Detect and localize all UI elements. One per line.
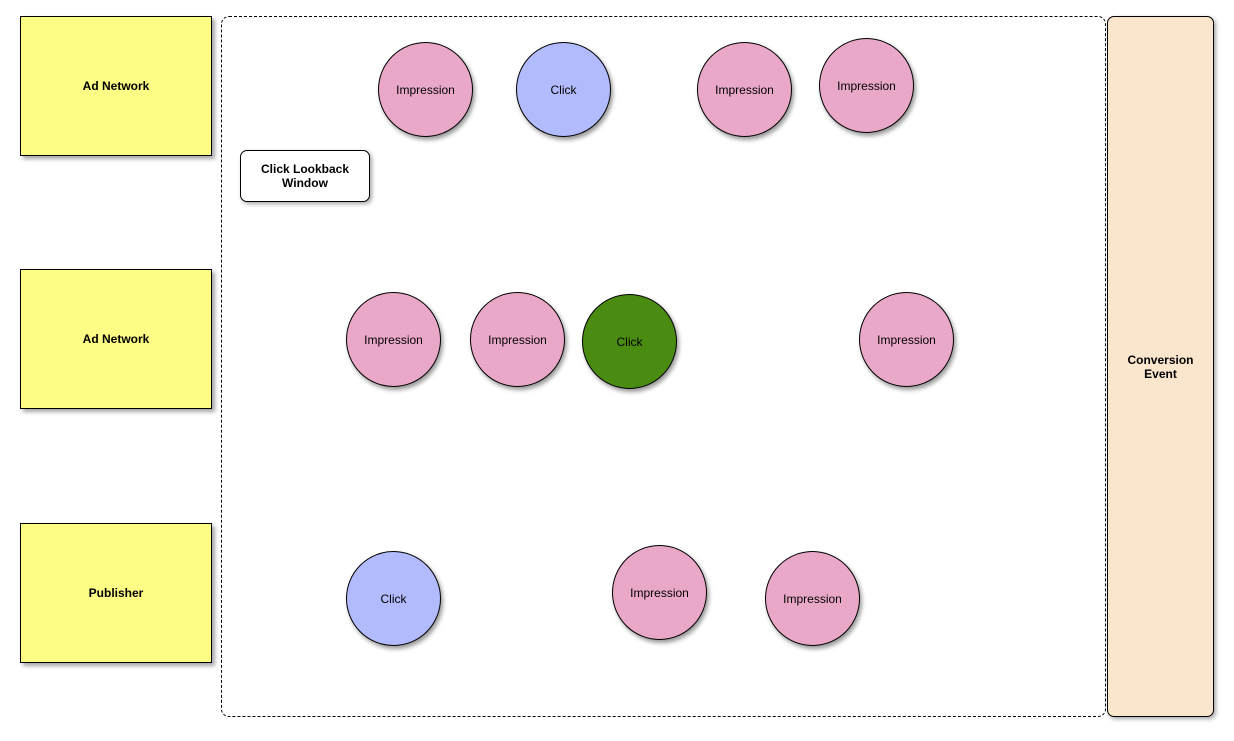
event-impression: Impression	[697, 42, 792, 137]
source-publisher: Publisher	[20, 523, 212, 663]
click-lookback-window-label: Click Lookback Window	[240, 150, 370, 202]
event-click: Click	[346, 551, 441, 646]
event-click: Click	[516, 42, 611, 137]
event-impression: Impression	[765, 551, 860, 646]
event-click-attributed: Click	[582, 294, 677, 389]
source-ad-network-1: Ad Network	[20, 16, 212, 156]
source-ad-network-2: Ad Network	[20, 269, 212, 409]
lookback-window-region	[221, 16, 1106, 717]
event-impression: Impression	[346, 292, 441, 387]
conversion-event-box: Conversion Event	[1107, 16, 1214, 717]
event-impression: Impression	[612, 545, 707, 640]
event-impression: Impression	[470, 292, 565, 387]
event-impression: Impression	[819, 38, 914, 133]
event-impression: Impression	[378, 42, 473, 137]
event-impression: Impression	[859, 292, 954, 387]
